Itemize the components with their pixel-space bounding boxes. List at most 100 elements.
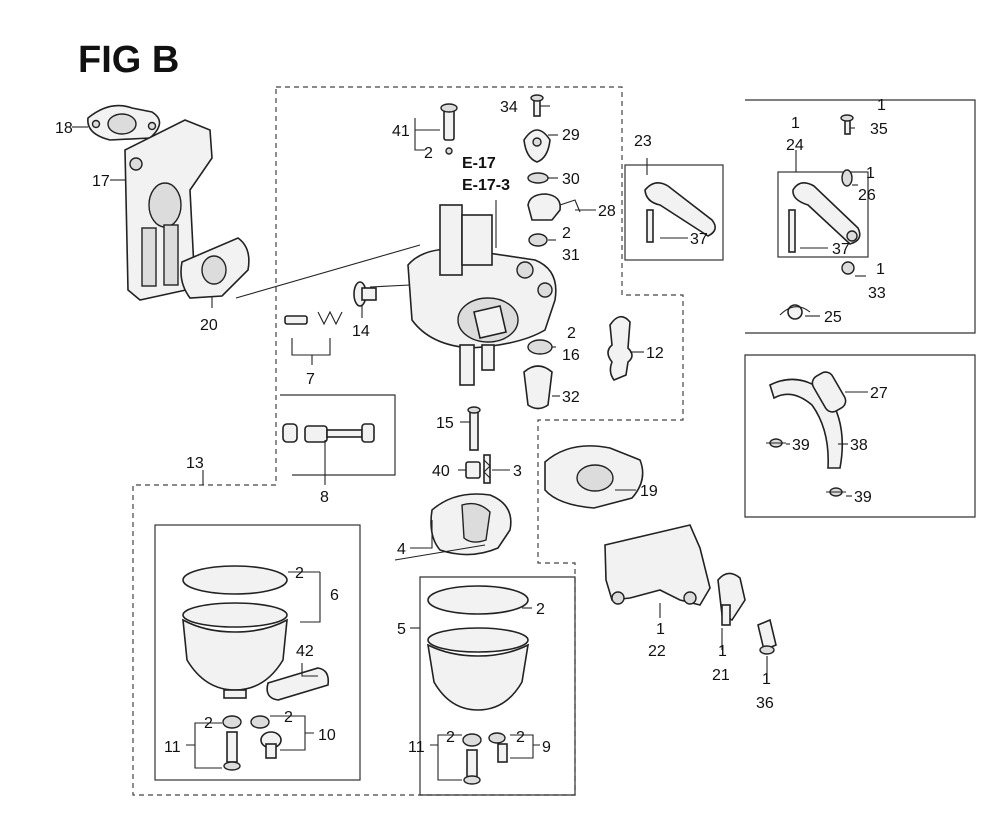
callout-40: 40 <box>432 463 450 480</box>
callout-2-i: 2 <box>516 729 525 746</box>
part-34-screw <box>530 94 544 117</box>
part-6-float-bowl <box>182 565 288 699</box>
part-4-float <box>394 493 512 561</box>
callout-37-a: 37 <box>690 231 708 248</box>
callout-29: 29 <box>562 127 580 144</box>
part-27-filter <box>811 371 847 413</box>
callout-11-a: 11 <box>164 739 181 756</box>
callout-27: 27 <box>870 385 888 402</box>
callout-7: 7 <box>306 371 315 388</box>
part-25-spring <box>779 304 811 320</box>
callout-2-c: 2 <box>567 325 576 342</box>
callout-39-a: 39 <box>792 437 810 454</box>
part-26-collar <box>841 169 853 187</box>
part-2-washer-left <box>222 715 242 729</box>
assembly-13-boundary <box>132 86 684 796</box>
callout-12: 12 <box>646 345 664 362</box>
ref-e17-3: E-17-3 <box>462 177 510 194</box>
callout-33: 33 <box>868 285 886 302</box>
callout-2-g: 2 <box>536 601 545 618</box>
part-16-oring <box>527 339 553 355</box>
callout-39-b: 39 <box>854 489 872 506</box>
part-33-nut <box>841 261 855 275</box>
part-28-valve <box>527 193 581 221</box>
part-12-bracket <box>607 315 633 381</box>
callout-8: 8 <box>320 489 329 506</box>
callout-21: 21 <box>712 667 730 684</box>
part-29-cap <box>523 129 551 163</box>
choke-arm-box <box>624 164 724 261</box>
part-8-screw-kit <box>282 423 375 443</box>
callout-2-d: 2 <box>295 565 304 582</box>
callout-5: 5 <box>397 621 406 638</box>
bowl-kit-box-center <box>419 576 576 796</box>
carburetor-body <box>369 204 557 386</box>
callout-6: 6 <box>330 587 339 604</box>
callout-26: 26 <box>858 187 876 204</box>
callout-32: 32 <box>562 389 580 406</box>
callout-31: 31 <box>562 247 580 264</box>
callout-2-f: 2 <box>284 709 293 726</box>
part-2-washer-center <box>462 733 482 747</box>
callout-35: 35 <box>870 121 888 138</box>
part-17-insulator <box>124 119 213 301</box>
callout-1-e: 1 <box>656 621 665 638</box>
callout-36: 36 <box>756 695 774 712</box>
callout-24: 24 <box>786 137 804 154</box>
callout-16: 16 <box>562 347 580 364</box>
callout-18: 18 <box>55 120 73 137</box>
callout-2-e: 2 <box>204 715 213 732</box>
callout-37-b: 37 <box>832 241 850 258</box>
part-14-plug <box>353 281 377 307</box>
callout-17: 17 <box>92 173 110 190</box>
callout-22: 22 <box>648 643 666 660</box>
part-7-pilot-screw <box>284 310 343 326</box>
part-21-arm <box>717 572 746 626</box>
part-23-choke-arm <box>644 182 716 243</box>
callout-30: 30 <box>562 171 580 188</box>
callout-4: 4 <box>397 541 406 558</box>
upper-right-box <box>745 99 976 334</box>
callout-1-a: 1 <box>791 115 800 132</box>
callout-34: 34 <box>500 99 518 116</box>
callout-3: 3 <box>513 463 522 480</box>
part-36-screw <box>757 618 777 655</box>
callout-28: 28 <box>598 203 616 220</box>
pilot-screw-box <box>280 394 396 476</box>
callout-20: 20 <box>200 317 218 334</box>
part-31-oring <box>528 233 548 247</box>
callout-14: 14 <box>352 323 370 340</box>
part-32-drain-bolt <box>523 365 553 410</box>
callout-2-h: 2 <box>446 729 455 746</box>
part-5-float-bowl <box>426 585 530 711</box>
part-2-washer-left-b <box>250 715 270 729</box>
callout-2-a: 2 <box>424 145 433 162</box>
part-40-jet <box>465 461 481 479</box>
part-24-lever <box>788 182 861 253</box>
lower-right-box <box>744 354 976 518</box>
part-30-washer <box>527 172 549 184</box>
figure-title: FIG B <box>78 39 179 81</box>
part-41-screw <box>440 103 458 155</box>
leader-lines <box>72 105 868 781</box>
ref-e17: E-17 <box>462 155 496 172</box>
part-18-gasket <box>87 104 161 141</box>
part-35-screw <box>840 114 854 135</box>
part-39-clip-b <box>826 487 846 497</box>
callout-15: 15 <box>436 415 454 432</box>
part-20-gasket <box>180 237 250 299</box>
part-9-drain-screw <box>497 743 508 763</box>
callout-23: 23 <box>634 133 652 150</box>
part-10-drain-screw <box>260 731 282 759</box>
part-11-drain-screw-center <box>463 749 481 785</box>
lever-24-box <box>777 171 869 258</box>
callout-38: 38 <box>850 437 868 454</box>
callout-10: 10 <box>318 727 336 744</box>
callout-1-c: 1 <box>866 165 875 182</box>
callout-42: 42 <box>296 643 314 660</box>
callout-1-d: 1 <box>876 261 885 278</box>
part-19-gasket <box>544 445 644 509</box>
callout-25: 25 <box>824 309 842 326</box>
callout-2-b: 2 <box>562 225 571 242</box>
